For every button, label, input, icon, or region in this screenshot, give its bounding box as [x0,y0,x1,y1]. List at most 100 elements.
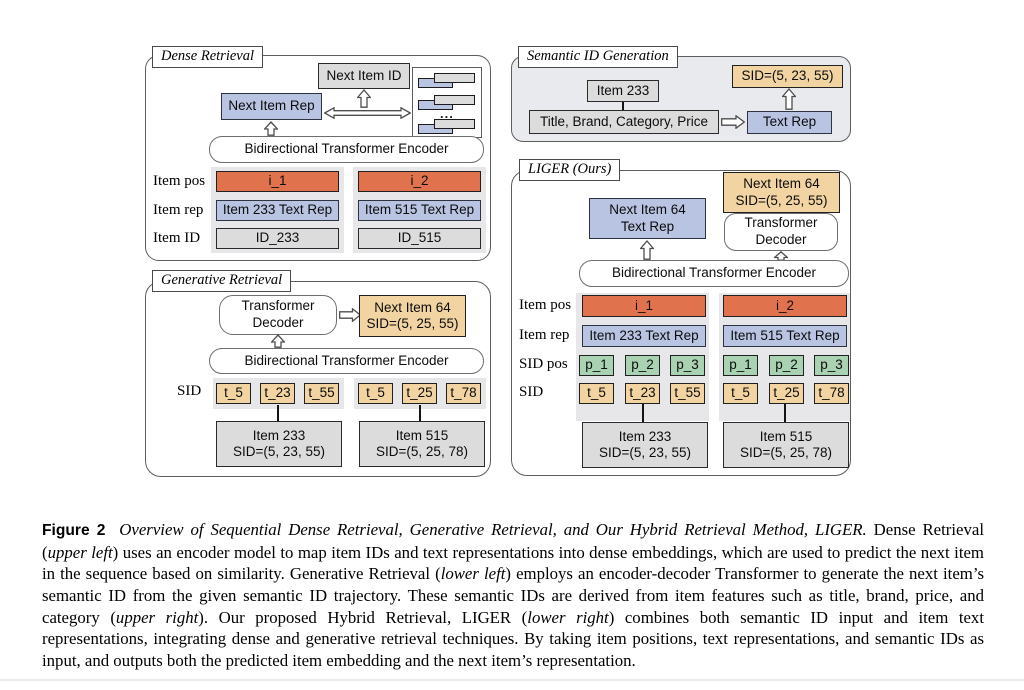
decoder-line: Transformer [744,215,818,231]
embedding-bar-icon [434,119,475,129]
sid-token: t_25 [769,383,804,404]
item-id-token: ID_233 [216,228,339,249]
encoder-box: Bidirectional Transformer Encoder [579,260,849,287]
item-line: Item 515 [395,427,449,443]
sid-pos-token: p_1 [579,355,614,376]
connector-line [784,404,786,422]
panel-generative-retrieval: Generative Retrieval Transformer Decoder… [145,270,491,477]
up-arrow-icon [639,239,655,260]
next-item-line: Next Item 64 [374,299,451,315]
sid-token: t_23 [625,383,660,404]
next-item-line: SID=(5, 25, 55) [366,316,459,331]
embedding-list-icon: ... [412,67,482,138]
panel-semantic-id-generation: Semantic ID Generation Item 233 Title, B… [511,46,851,142]
sid-pos-token: p_2 [625,355,660,376]
next-rep-line: Next Item 64 [609,202,686,218]
caption-segment: Overview of Sequential Dense Retrieval, … [112,519,867,539]
item-line: Item 233 [252,427,306,443]
item-line: SID=(5, 23, 55) [599,445,691,460]
sid-token: t_5 [723,383,758,404]
up-arrow-icon [356,88,372,108]
decoder-line: Transformer [241,298,315,314]
sid-token: t_5 [579,383,614,404]
next-item-line: SID=(5, 25, 55) [735,192,828,208]
sid-token: t_25 [402,383,437,404]
caption-segment: lower left [440,564,506,584]
item-rep-token: Item 233 Text Rep [216,200,339,221]
caption-segment: ) combines both semantic ID input and it… [42,607,984,671]
item-pos-token: i_2 [358,171,481,192]
row-label-item-id: Item ID [153,230,201,246]
sid-token: t_78 [446,383,481,404]
sid-result-box: SID=(5, 23, 55) [732,65,843,88]
embedding-bar-icon [434,95,475,105]
panel-title-generative: Generative Retrieval [152,270,292,292]
decoder-box: Transformer Decoder [724,213,838,251]
next-item-sid-box: Next Item 64 SID=(5, 25, 55) [359,295,466,337]
decoder-line: Decoder [755,232,807,247]
sid-pos-token: p_2 [769,355,804,376]
connector-line [622,102,624,110]
item-summary-box: Item 515 SID=(5, 25, 78) [359,421,485,467]
item-summary-box: Item 233 SID=(5, 23, 55) [582,422,708,468]
encoder-box: Bidirectional Transformer Encoder [209,348,484,374]
item-line: SID=(5, 25, 78) [376,444,468,459]
row-label-sid-pos: SID pos [519,356,568,372]
caption-segment: ) employs an encoder-decoder Transformer… [42,564,985,627]
caption-segment: ). Our proposed Hybrid Retrieval, LIGER … [198,607,528,627]
row-label-item-rep: Item rep [153,202,204,218]
sid-pos-token: p_3 [670,355,705,376]
item-line: Item 515 [759,428,813,444]
item-rep-token: Item 233 Text Rep [582,325,706,347]
item-line: SID=(5, 25, 78) [740,445,832,460]
item-pos-token: i_2 [723,295,847,317]
item-summary-box: Item 515 SID=(5, 25, 78) [723,422,849,468]
next-item-id-box: Next Item ID [318,63,410,89]
up-arrow-icon [270,334,286,348]
figure-caption-label: Figure 2 [42,521,106,539]
caption-segment: upper left [47,542,113,562]
item-line: SID=(5, 23, 55) [233,444,325,459]
text-rep-box: Text Rep [747,111,832,134]
sid-token: t_23 [260,383,295,404]
up-arrow-icon [263,121,279,136]
up-arrow-icon [781,87,797,110]
next-rep-line: Text Rep [620,218,675,234]
caption-segment: upper right [115,607,199,627]
row-label-item-pos: Item pos [519,297,572,313]
connector-line [277,405,279,421]
item-summary-box: Item 233 SID=(5, 23, 55) [216,421,342,467]
sid-token: t_78 [814,383,849,404]
panel-dense-retrieval: Dense Retrieval Next Item ID ... Next It… [145,46,491,261]
encoder-box: Bidirectional Transformer Encoder [209,136,484,163]
connector-line [642,404,644,422]
double-arrow-icon [323,106,412,120]
item-id-token: ID_515 [358,228,481,249]
sid-pos-token: p_3 [814,355,849,376]
sid-pos-token: p_1 [723,355,758,376]
sid-token: t_55 [304,383,339,404]
next-item-sid-box: Next Item 64 SID=(5, 25, 55) [723,172,840,213]
right-arrow-icon [721,114,746,130]
item-rep-token: Item 515 Text Rep [358,200,481,221]
panel-title-semantic: Semantic ID Generation [518,46,678,68]
sid-token: t_5 [358,383,393,404]
item-pos-token: i_1 [582,295,706,317]
caption-segment: Dense Retrieval ( [42,519,984,562]
ellipsis-text: ... [440,106,454,121]
decoder-box: Transformer Decoder [219,295,337,335]
connector-line [419,405,421,421]
next-item-rep-box: Next Item 64 Text Rep [589,198,706,239]
row-label-sid: SID [177,383,202,399]
panel-liger: LIGER (Ours) Next Item 64 SID=(5, 25, 55… [511,159,851,476]
caption-segment: lower right [527,607,609,627]
sid-token: t_55 [670,383,705,404]
panel-title-dense: Dense Retrieval [152,46,264,68]
right-arrow-icon [339,307,362,323]
caption-segment: ) uses an encoder model to map item IDs … [42,542,984,584]
bottom-divider [0,679,1024,681]
panel-title-liger: LIGER (Ours) [519,159,621,181]
item-features-box: Title, Brand, Category, Price [529,110,719,134]
row-label-item-pos: Item pos [153,173,206,189]
item-line: Item 233 [618,428,672,444]
